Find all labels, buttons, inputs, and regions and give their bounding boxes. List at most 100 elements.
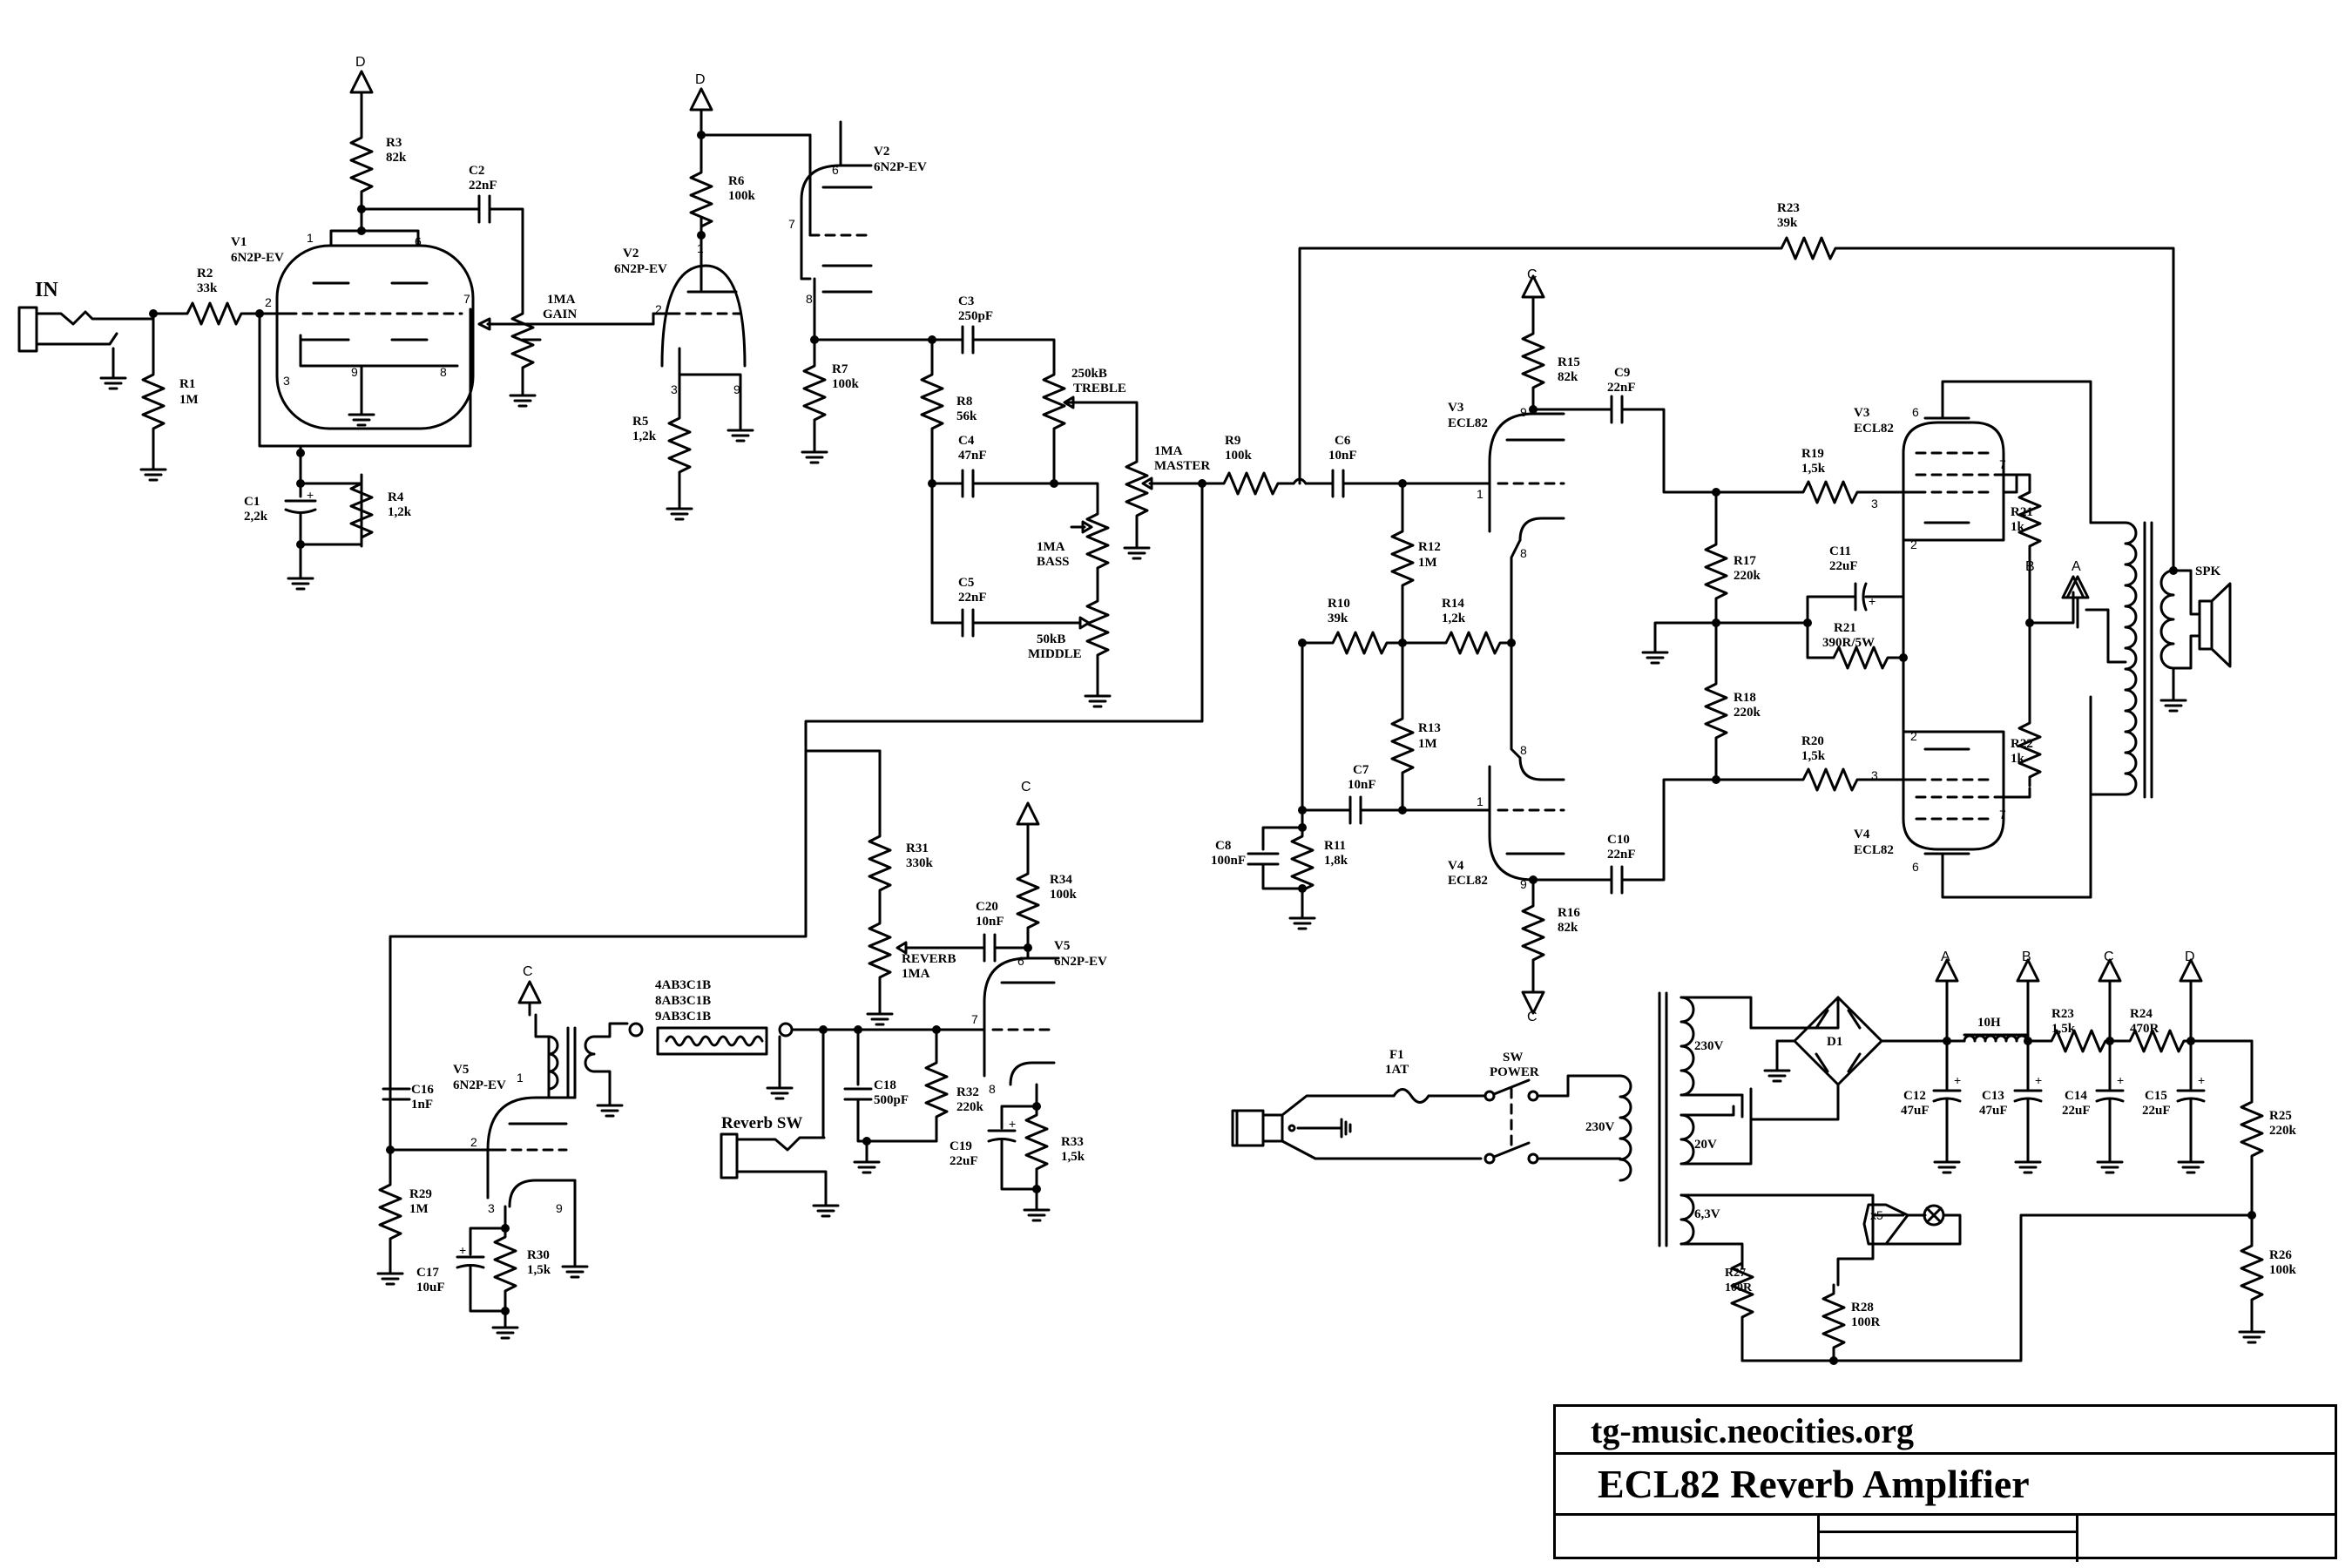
- svg-text:+: +: [1869, 594, 1876, 608]
- svg-text:R34: R34: [1050, 873, 1072, 887]
- svg-text:6: 6: [1912, 405, 1919, 419]
- title-block: tg-music.neocities.org ECL82 Reverb Ampl…: [1553, 1404, 2337, 1562]
- title-block-cell: [1817, 1513, 2078, 1562]
- svg-text:R28: R28: [1851, 1301, 1874, 1315]
- svg-text:2: 2: [655, 302, 662, 316]
- svg-text:9: 9: [556, 1201, 563, 1215]
- tube-v5-driver: [486, 1096, 577, 1208]
- svg-text:R24: R24: [2130, 1007, 2153, 1021]
- svg-text:R4: R4: [388, 490, 404, 504]
- svg-text:+: +: [2035, 1073, 2042, 1087]
- svg-text:22uF: 22uF: [1829, 559, 1858, 573]
- svg-text:V5: V5: [1054, 939, 1070, 953]
- svg-text:C16: C16: [411, 1083, 434, 1097]
- svg-text:C5: C5: [958, 576, 974, 590]
- svg-text:7: 7: [788, 217, 795, 231]
- svg-text:9AB3C1B: 9AB3C1B: [655, 1010, 711, 1024]
- svg-text:1M: 1M: [1418, 556, 1437, 570]
- svg-text:V4: V4: [1854, 828, 1870, 841]
- svg-text:R17: R17: [1734, 554, 1756, 568]
- svg-text:R10: R10: [1328, 597, 1350, 611]
- svg-text:8: 8: [1520, 546, 1527, 560]
- svg-text:22nF: 22nF: [958, 591, 987, 605]
- svg-text:C11: C11: [1829, 544, 1851, 558]
- svg-text:10nF: 10nF: [976, 915, 1004, 929]
- svg-text:V3: V3: [1854, 406, 1869, 420]
- svg-text:1,5k: 1,5k: [1801, 462, 1826, 476]
- svg-text:D: D: [695, 72, 706, 87]
- svg-text:22uF: 22uF: [2142, 1104, 2171, 1118]
- svg-text:R22: R22: [2011, 737, 2033, 751]
- svg-text:R26: R26: [2269, 1248, 2292, 1262]
- svg-text:C12: C12: [1903, 1089, 1926, 1103]
- svg-text:500pF: 500pF: [874, 1093, 909, 1107]
- svg-text:2: 2: [1910, 729, 1917, 743]
- svg-text:C19: C19: [950, 1139, 972, 1153]
- svg-text:6N2P-EV: 6N2P-EV: [453, 1078, 506, 1092]
- svg-text:C10: C10: [1607, 833, 1630, 847]
- tube-v1: [275, 244, 475, 430]
- svg-text:R2: R2: [197, 267, 213, 280]
- svg-text:7: 7: [971, 1012, 978, 1026]
- svg-text:230V: 230V: [1694, 1039, 1724, 1053]
- svg-text:C20: C20: [976, 900, 998, 914]
- svg-text:1MA: 1MA: [1154, 444, 1183, 458]
- power-switch[interactable]: [1484, 1078, 1539, 1165]
- svg-text:3: 3: [671, 382, 678, 396]
- svg-text:230V: 230V: [1585, 1120, 1615, 1134]
- svg-text:6N2P-EV: 6N2P-EV: [231, 251, 284, 265]
- svg-text:22nF: 22nF: [1607, 848, 1636, 862]
- reverb-driver-transformer: [534, 1013, 644, 1099]
- svg-text:ECL82: ECL82: [1448, 874, 1488, 888]
- filter-caps: + + + +: [1932, 1039, 2206, 1152]
- output-transformer: [2085, 521, 2178, 899]
- svg-text:1M: 1M: [179, 393, 199, 407]
- svg-text:47uF: 47uF: [1901, 1104, 1930, 1118]
- svg-text:BASS: BASS: [1037, 555, 1070, 569]
- svg-text:4AB3C1B: 4AB3C1B: [655, 978, 711, 992]
- svg-text:A: A: [2072, 559, 2081, 574]
- svg-text:6N2P-EV: 6N2P-EV: [874, 160, 927, 174]
- svg-text:1: 1: [1477, 487, 1484, 501]
- svg-text:6: 6: [1912, 860, 1919, 874]
- svg-text:22nF: 22nF: [469, 179, 497, 193]
- svg-text:100nF: 100nF: [1211, 854, 1246, 868]
- svg-text:V2: V2: [623, 247, 639, 260]
- svg-text:1AT: 1AT: [1385, 1063, 1409, 1077]
- svg-text:20V: 20V: [1694, 1138, 1717, 1152]
- title-block-title-row: ECL82 Reverb Amplifier: [1556, 1452, 2335, 1516]
- svg-text:1: 1: [1477, 794, 1484, 808]
- svg-text:6N2P-EV: 6N2P-EV: [1054, 955, 1107, 969]
- svg-text:C: C: [1527, 1010, 1538, 1024]
- svg-text:7: 7: [1999, 457, 2006, 471]
- svg-text:250pF: 250pF: [958, 309, 993, 323]
- svg-text:A: A: [1941, 950, 1950, 964]
- svg-text:ECL82: ECL82: [1854, 843, 1894, 857]
- svg-text:6: 6: [832, 163, 839, 177]
- svg-text:MIDDLE: MIDDLE: [1028, 647, 1082, 661]
- svg-text:22nF: 22nF: [1607, 381, 1636, 395]
- svg-text:1,2k: 1,2k: [1442, 612, 1466, 625]
- svg-text:82k: 82k: [1558, 370, 1578, 384]
- svg-text:9: 9: [1520, 405, 1527, 419]
- tube-v3-pentode: [1902, 416, 2005, 542]
- svg-text:+: +: [1954, 1073, 1961, 1087]
- svg-text:39k: 39k: [1328, 612, 1348, 625]
- svg-text:1,5k: 1,5k: [527, 1263, 551, 1277]
- svg-text:R8: R8: [956, 395, 972, 409]
- svg-text:ECL82: ECL82: [1448, 416, 1488, 430]
- svg-text:10uF: 10uF: [416, 1281, 445, 1294]
- svg-text:R9: R9: [1225, 434, 1240, 448]
- mains-plug: [1231, 1109, 1352, 1147]
- svg-text:2: 2: [1910, 537, 1917, 551]
- svg-text:1,8k: 1,8k: [1324, 854, 1348, 868]
- reverb-switch[interactable]: [720, 1132, 828, 1195]
- svg-text:47nF: 47nF: [958, 449, 987, 463]
- svg-text:R25: R25: [2269, 1109, 2292, 1123]
- svg-text:Reverb SW[interactable]: Reverb SW: [721, 1114, 802, 1132]
- svg-text:1MA: 1MA: [1037, 540, 1065, 554]
- svg-text:10nF: 10nF: [1328, 449, 1357, 463]
- svg-text:R27: R27: [1725, 1267, 1746, 1280]
- input-jack[interactable]: [17, 306, 155, 390]
- svg-text:R21: R21: [1834, 621, 1856, 635]
